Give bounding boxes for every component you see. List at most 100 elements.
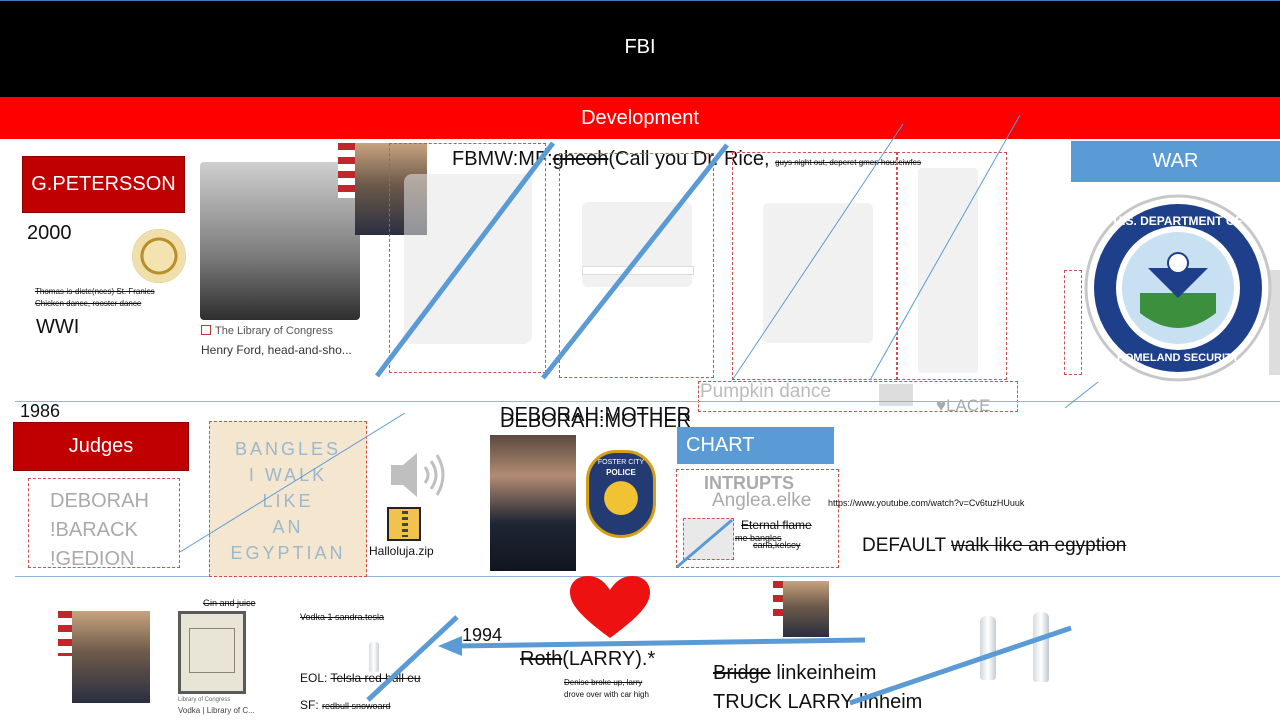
struck-note-1: Thomas-is-dicte(nces) St. Franics <box>35 287 155 296</box>
pants-frame[interactable] <box>897 152 1007 380</box>
eternal-note: Eternal flame <box>741 518 812 532</box>
intrupts-label: INTRUPTS <box>704 473 794 493</box>
default-label: DEFAULT <box>862 535 946 556</box>
top-stripe <box>582 266 694 275</box>
book-cover[interactable] <box>178 611 246 694</box>
heart-icon <box>570 576 650 638</box>
struck-note-2: Chicken dance, rooster dance <box>35 299 142 308</box>
bridge-line: Bridge linkeinheim <box>713 662 876 685</box>
police-badge-icon: FOSTER CITY POLICE <box>586 450 656 538</box>
header-title: FBI <box>624 36 656 58</box>
zip-label[interactable]: Halloluja.zip <box>369 544 434 558</box>
eol-struck: Telsla red bull eu <box>330 671 421 685</box>
speaker-icon[interactable] <box>387 445 447 505</box>
name-gedion: !GEDION <box>50 548 135 570</box>
names-frame <box>28 478 180 568</box>
dhs-seal-top-text: U.S. DEPARTMENT OF <box>1113 214 1242 228</box>
deborah-photo[interactable] <box>490 435 576 571</box>
small-thumb <box>879 384 913 406</box>
pumpkin-frame <box>698 381 1018 412</box>
dhs-seal-bottom-text: HOMELAND SECURITY <box>1117 352 1240 364</box>
deborah-title-1: DEBORAH:MOTHER <box>500 404 692 426</box>
thin-line-3 <box>1064 381 1099 409</box>
badge-top-text: FOSTER CITY <box>597 459 645 466</box>
bangles-text: BANGLES I WALK LIKE AN EGYPTIAN <box>210 422 366 580</box>
lace-note: ♥LACE <box>936 396 991 415</box>
development-title: Development <box>581 107 699 129</box>
chart-box[interactable]: CHART <box>677 427 834 464</box>
carla-note: carla,kelsey <box>753 540 801 550</box>
bridge-struck: Bridge <box>713 662 771 684</box>
divider-2 <box>15 576 1280 577</box>
bangles-line-2: I WALK <box>248 465 328 485</box>
chart-frame <box>676 469 839 568</box>
bridge-rest: linkeinheim <box>776 662 877 684</box>
bangles-line-3: LIKE <box>262 491 314 511</box>
name-deborah: DEBORAH <box>50 490 149 512</box>
vodka-bottle-1 <box>980 616 996 680</box>
arrow-head <box>438 636 462 656</box>
anglea-label: Anglea.elke <box>712 490 812 511</box>
rice-portrait-bottom[interactable] <box>72 611 150 703</box>
eol-line: EOL: Telsla red bull eu <box>300 671 421 685</box>
vodka-note: Vodka 1 sandra.tesla <box>300 612 385 622</box>
bangles-poster[interactable]: BANGLES I WALK LIKE AN EGYPTIAN <box>209 421 367 577</box>
development-bar <box>0 97 1280 139</box>
shirt-frame[interactable] <box>732 152 897 380</box>
zip-icon[interactable] <box>387 507 421 541</box>
arrow-line <box>454 637 866 649</box>
denise-note-2: drove over with car high <box>564 690 649 699</box>
rice-portrait-right[interactable] <box>783 581 829 637</box>
bottle-small <box>369 642 379 672</box>
judges-box[interactable]: Judges <box>13 422 189 471</box>
bangles-line-1: BANGLES <box>234 439 342 459</box>
bangles-line-4: AN <box>272 517 304 537</box>
year-1986: 1986 <box>20 401 61 421</box>
slash-line-3 <box>366 615 459 702</box>
jacket-image <box>404 174 532 344</box>
university-seal-icon <box>132 229 186 283</box>
sf-struck: redbull snowoard <box>322 701 391 711</box>
library-icon <box>201 325 211 335</box>
shirt-image <box>763 203 873 343</box>
roth-rest: (LARRY).* <box>562 648 656 670</box>
top-frame[interactable] <box>559 153 714 378</box>
name-box[interactable]: G.PETERSSON <box>22 156 185 213</box>
youtube-url[interactable]: https://www.youtube.com/watch?v=Cv6tuzHU… <box>828 498 1025 508</box>
year-2000: 2000 <box>27 222 72 244</box>
eol-label: EOL: <box>300 671 328 685</box>
default-line: DEFAULT walk like an egyption <box>862 535 1126 557</box>
book-caption-1: Library of Congress <box>178 697 231 703</box>
names-list: DEBORAH !BARACK !GEDION <box>50 487 149 574</box>
year-1994: 1994 <box>462 625 503 645</box>
denise-note: Denise broke up, larry <box>564 678 643 687</box>
chart-thumb <box>683 518 734 560</box>
badge-bottom-text: POLICE <box>606 468 636 477</box>
roth-struck: Roth <box>520 648 563 670</box>
left-thumb-frame <box>1064 270 1082 375</box>
roth-line: Roth(LARRY).* <box>520 648 655 671</box>
header-bar <box>0 0 1280 97</box>
war-box[interactable]: WAR <box>1071 141 1280 182</box>
sf-label: SF: <box>300 698 319 712</box>
vodka-bottle-2 <box>1033 612 1049 682</box>
gin-note: Gin and juice <box>203 598 256 608</box>
bangles-line-5: EGYPTIAN <box>230 543 346 563</box>
sf-line: SF: redbull snowoard <box>300 698 391 712</box>
default-struck: walk like an egyption <box>951 535 1127 556</box>
dhs-seal-icon: U.S. DEPARTMENT OF HOMELAND SECURITY <box>1084 194 1272 382</box>
ford-source: The Library of Congress <box>215 325 333 337</box>
ford-caption[interactable]: Henry Ford, head-and-sho... <box>201 343 352 357</box>
pumpkin-note: Pumpkin dance <box>700 381 831 402</box>
era-label: WWI <box>36 316 80 338</box>
jacket-frame[interactable] <box>389 143 546 373</box>
pants-image <box>918 168 978 373</box>
deborah-title-2: DEBORAH:MOTHER <box>500 410 692 432</box>
divider-1 <box>15 401 1280 402</box>
henry-ford-photo[interactable] <box>200 162 360 320</box>
truck-line: TRUCK LARRY linheim <box>713 691 923 713</box>
name-barack: !BARACK <box>50 519 138 541</box>
bangles-small-note: me bangles <box>735 533 782 543</box>
right-thumb <box>1269 270 1280 375</box>
book-caption-2[interactable]: Vodka | Library of C... <box>178 706 255 715</box>
